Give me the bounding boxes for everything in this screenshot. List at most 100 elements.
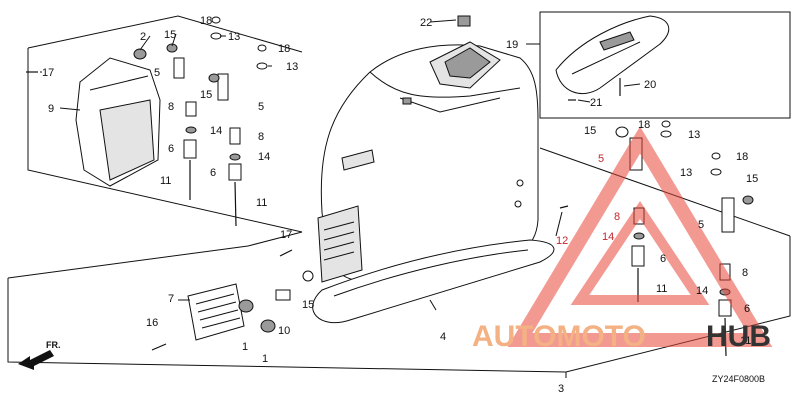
callout-15b: 15	[200, 89, 212, 101]
callout-19: 19	[506, 39, 518, 51]
callout-6c: 6	[660, 253, 666, 265]
leader-9	[59, 107, 81, 111]
screw-17b	[279, 249, 293, 257]
watermark-brand-main: AUTOMOTO	[472, 320, 646, 353]
callout-13b: 13	[286, 61, 298, 73]
washer-14c	[633, 232, 645, 240]
callout-15d: 15	[584, 125, 596, 137]
callout-6b: 6	[210, 167, 216, 179]
leader-22	[429, 19, 457, 23]
left-cover-edge	[89, 75, 149, 91]
watermark-brand-hub: HUB	[706, 320, 771, 353]
grommet-2	[133, 48, 147, 60]
callout-6d: 6	[744, 303, 750, 315]
callout-17b: 17	[280, 229, 292, 241]
callout-13c: 13	[688, 129, 700, 141]
engine-cover	[317, 41, 539, 283]
collar-15e	[742, 195, 754, 205]
leader-21	[577, 99, 591, 103]
screw-16	[151, 343, 167, 351]
leader-2	[139, 35, 151, 51]
callout-21: 21	[590, 97, 602, 109]
callout-20: 20	[644, 79, 656, 91]
leader-15a	[171, 33, 177, 47]
top-panel-grip	[599, 31, 635, 51]
callout-8b: 8	[258, 131, 264, 143]
callout-18b: 18	[278, 43, 290, 55]
callouts: 2 15 18 13 18 13 17 5 15 5 9 8 14 8 6 14…	[42, 15, 758, 395]
spring-8a	[185, 101, 197, 117]
callout-5a: 5	[154, 67, 160, 79]
collar-10	[275, 289, 291, 301]
callout-2: 2	[140, 31, 146, 43]
callout-18a: 18	[200, 15, 212, 27]
seal-outer	[312, 239, 555, 324]
grommet-1b	[260, 319, 276, 333]
callout-8d: 8	[742, 267, 748, 279]
bushing-6b	[228, 163, 242, 181]
box-19-outline	[539, 11, 791, 119]
callout-3: 3	[558, 383, 564, 395]
callout-13a: 13	[228, 31, 240, 43]
cover-box-19	[539, 11, 791, 119]
leader-20	[623, 83, 641, 87]
side-slot-2	[323, 231, 355, 241]
seal-inner	[333, 249, 529, 297]
watermark-triangle	[507, 126, 773, 347]
top-panel-19	[555, 15, 670, 95]
callout-9: 9	[48, 103, 54, 115]
frame-bottom-left-edge	[7, 245, 249, 279]
engine-cover-top-panel	[399, 97, 501, 113]
bolt-11b	[234, 181, 237, 227]
bushing-6a	[183, 139, 197, 159]
watermark-triangle-inner	[570, 200, 710, 305]
washer-13d	[710, 168, 722, 176]
washer-13a	[210, 32, 222, 40]
washer-13b	[256, 62, 268, 70]
callout-10: 10	[278, 325, 290, 337]
front-marker: FR.	[18, 340, 61, 370]
leader-12	[555, 211, 563, 237]
callout-15e: 15	[746, 173, 758, 185]
callout-11b: 11	[256, 197, 267, 209]
callout-11d: 11	[740, 335, 751, 347]
callout-8a: 8	[168, 101, 174, 113]
frame-top-left-edge	[27, 15, 303, 53]
watermark-graphic	[507, 126, 773, 347]
grille-7	[187, 283, 245, 341]
collar-15a	[166, 43, 178, 53]
callout-13d: 13	[680, 167, 692, 179]
collar-15b	[208, 73, 220, 83]
engine-cover-hole-a	[514, 200, 522, 208]
callout-6a: 6	[168, 143, 174, 155]
callout-1a: 1	[242, 341, 248, 353]
callout-14c: 14	[602, 231, 614, 243]
cover-clip	[402, 97, 412, 105]
leader-lines	[40, 19, 641, 311]
collar-15d	[615, 126, 629, 138]
cover-seal-4	[312, 239, 555, 324]
bracket-5a	[173, 57, 185, 79]
callout-15c: 15	[302, 299, 314, 311]
engine-cover-hole-b	[516, 179, 524, 187]
frame-left-edge	[27, 48, 303, 233]
callout-14b: 14	[258, 151, 270, 163]
engine-cover-ridge	[369, 71, 521, 98]
callout-5c: 5	[598, 153, 604, 165]
washer-14a	[185, 126, 197, 134]
leader-4	[429, 299, 437, 311]
callout-14d: 14	[696, 285, 708, 297]
nut-18c	[661, 120, 671, 128]
spring-8b	[229, 127, 241, 145]
left-cover-9	[75, 57, 161, 187]
callout-1b: 1	[262, 353, 268, 365]
front-label: FR.	[46, 340, 61, 350]
callout-18d: 18	[736, 151, 748, 163]
callout-8c: 8	[614, 211, 620, 223]
collar-15c	[302, 270, 314, 282]
frame-inner-edge	[247, 231, 303, 247]
callout-4: 4	[440, 331, 446, 343]
grommet-1a	[238, 299, 254, 313]
callout-5d: 5	[698, 219, 704, 231]
